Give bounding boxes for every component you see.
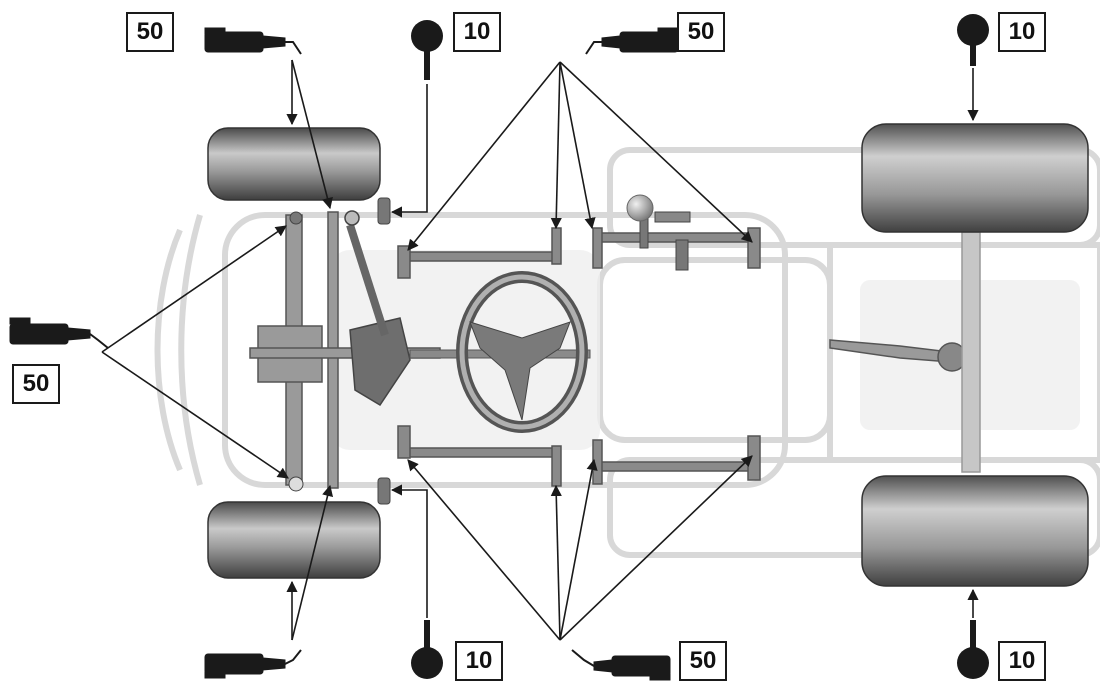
oil-label-top-center: 10: [453, 12, 501, 52]
tire-rear-right: [861, 475, 1089, 587]
oil-label-bottom-center: 10: [455, 641, 503, 681]
leader-lines: [101, 59, 979, 641]
rear-drive: [829, 231, 981, 473]
oil-drop-icon: [411, 14, 989, 679]
steering-wheel: [409, 271, 591, 433]
oil-label-top-right: 10: [998, 12, 1046, 52]
grease-label-left: 50: [12, 364, 60, 404]
oil-label-bottom-right: 10: [998, 641, 1046, 681]
steering-box: [344, 210, 411, 407]
tire-front-right: [207, 501, 381, 579]
tire-front-left: [207, 127, 381, 201]
grease-label-top-left: 50: [126, 12, 174, 52]
gear-lever: [626, 194, 691, 271]
grease-label-top-center: 50: [677, 12, 725, 52]
tire-rear-left: [861, 123, 1089, 233]
lube-points: [288, 197, 391, 505]
grease-gun-icon: [9, 27, 679, 681]
grease-label-bottom-center: 50: [679, 641, 727, 681]
